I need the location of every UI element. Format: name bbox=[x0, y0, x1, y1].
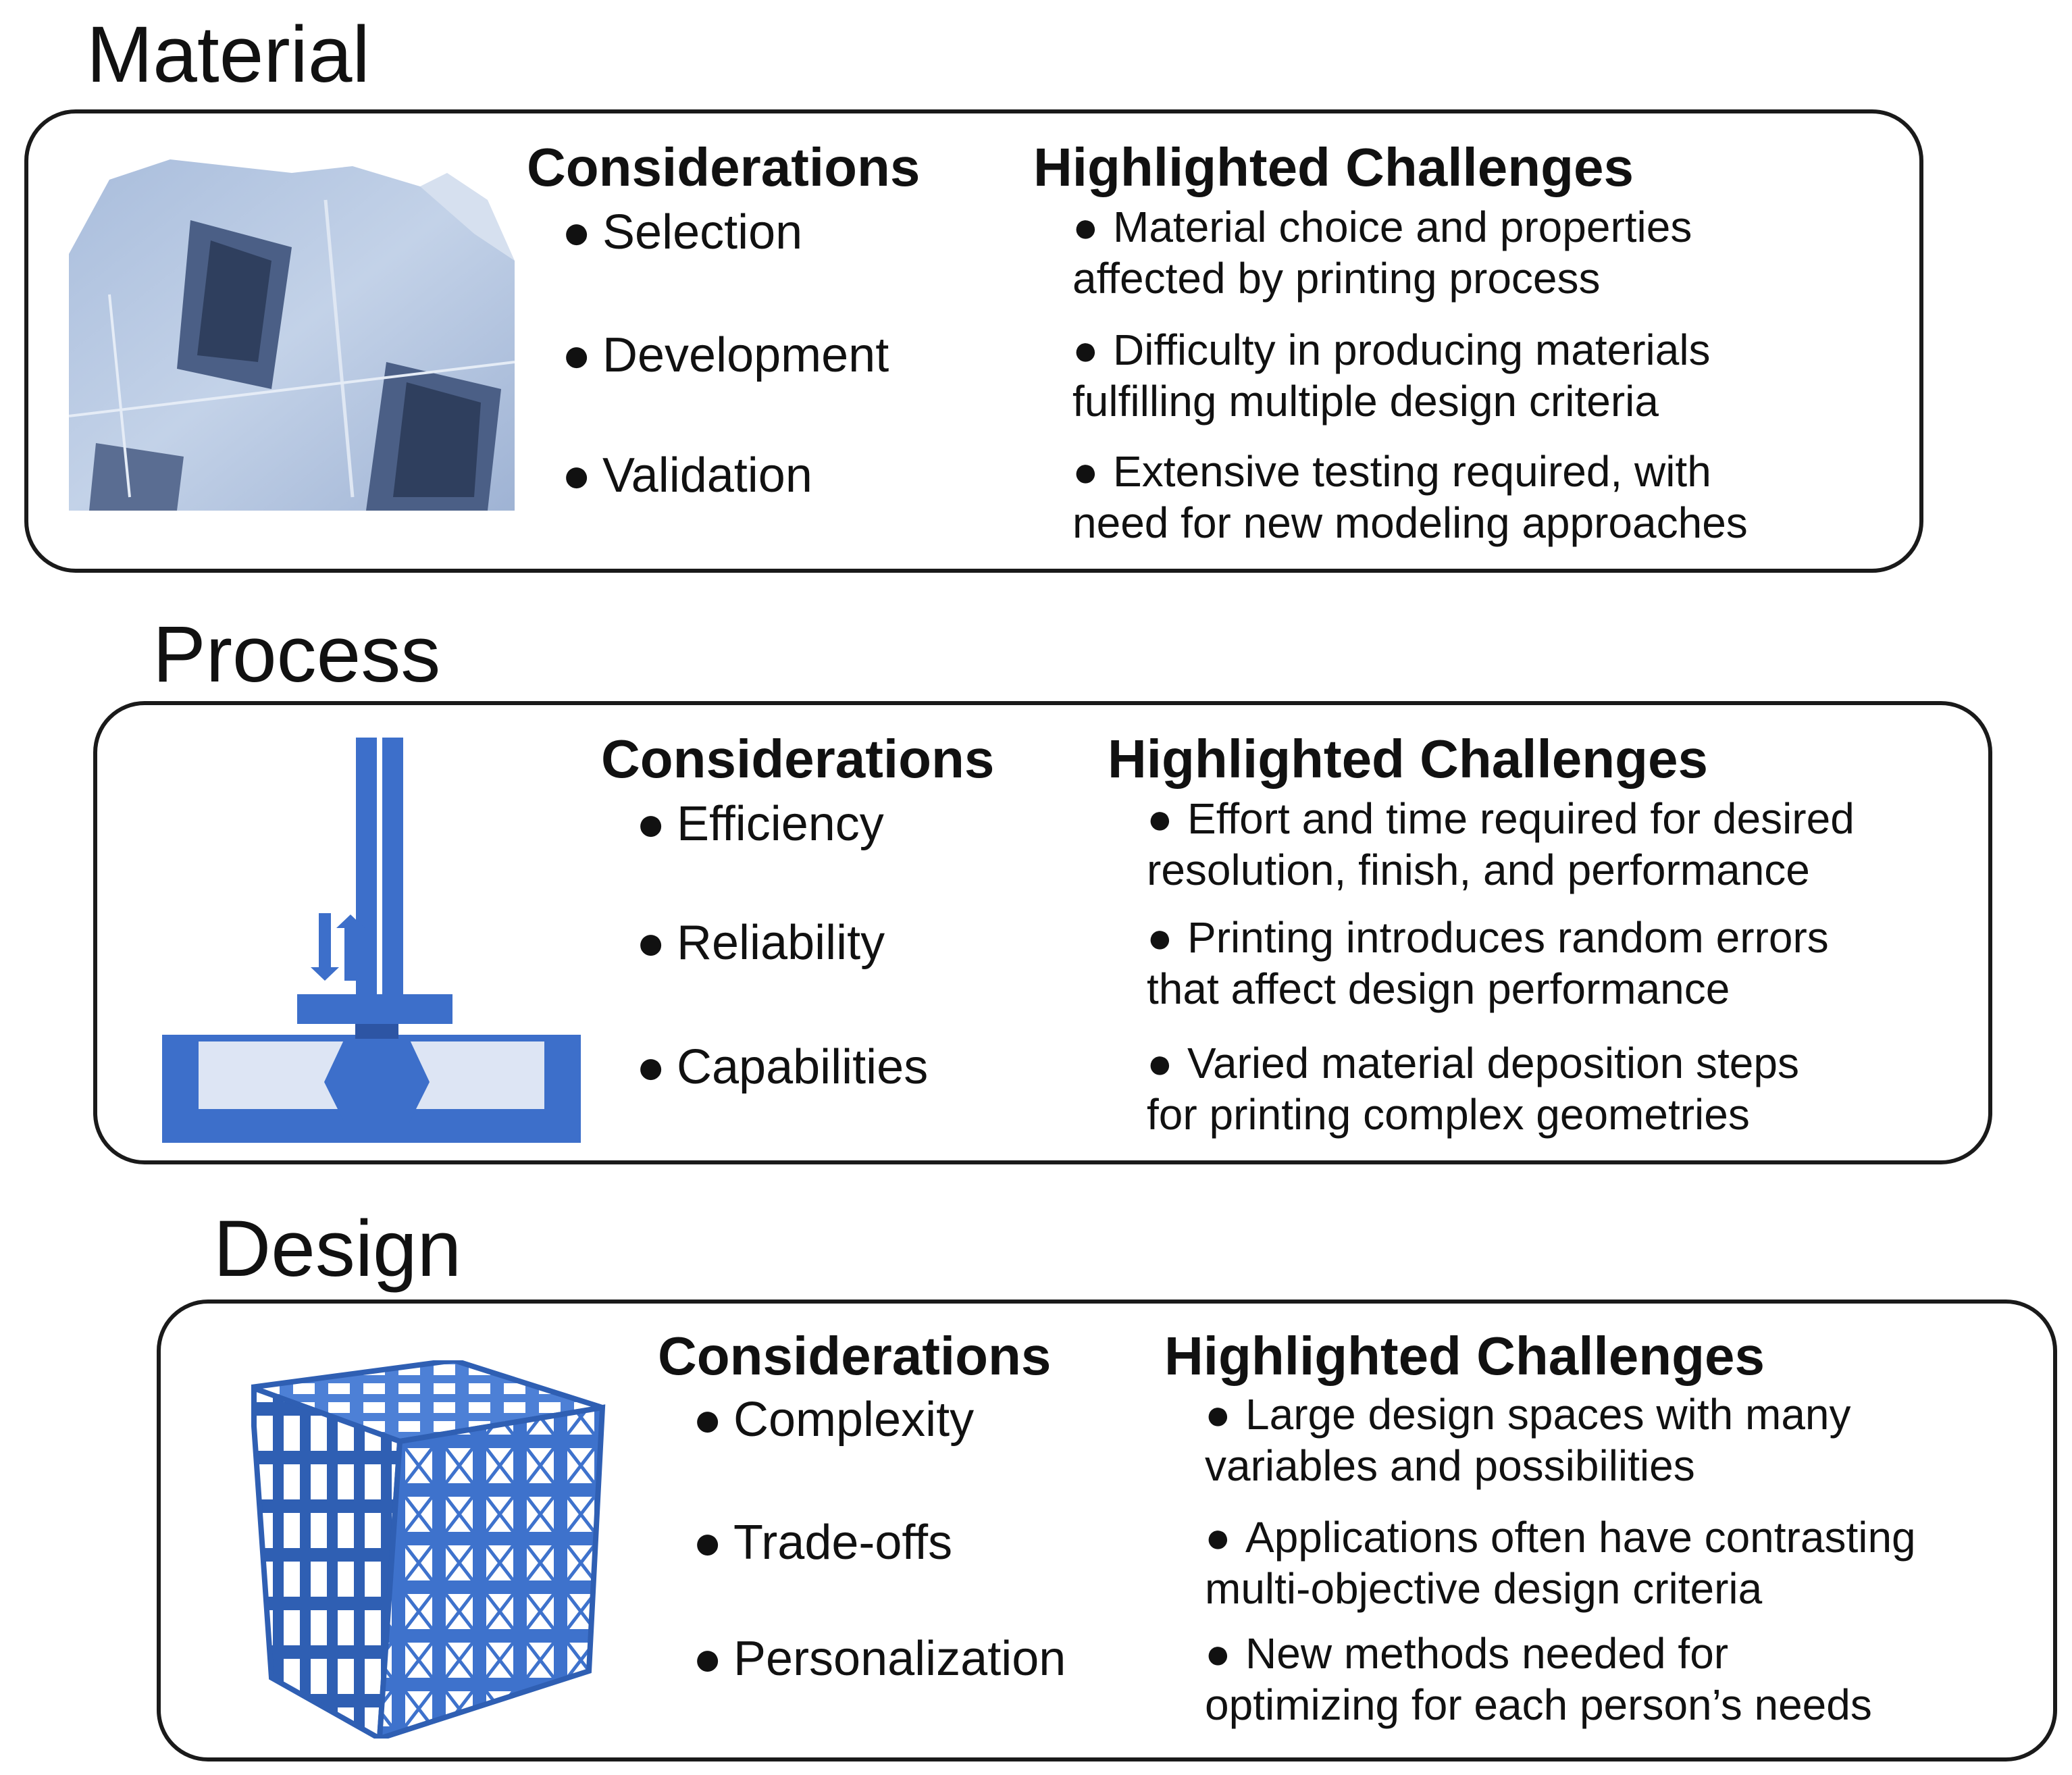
process-panel: Considerations Highlighted Challenges ●E… bbox=[93, 701, 1992, 1164]
design-challenge-3: ●New methods needed for optimizing for e… bbox=[1205, 1629, 1872, 1729]
process-considerations-heading: Considerations bbox=[601, 729, 995, 789]
material-considerations-heading: Considerations bbox=[527, 137, 921, 197]
process-challenge-2: ●Printing introduces random errors that … bbox=[1147, 913, 1829, 1013]
process-consideration-reliability: ●Reliability bbox=[636, 916, 885, 970]
process-challenges-heading: Highlighted Challenges bbox=[1108, 729, 1708, 789]
material-consideration-development: ●Development bbox=[562, 328, 889, 382]
lattice-cube-icon bbox=[251, 1360, 606, 1739]
process-challenge-3: ●Varied material deposition steps for pr… bbox=[1147, 1039, 1799, 1139]
material-consideration-selection: ●Selection bbox=[562, 205, 803, 259]
design-panel: Considerations Highlighted Challenges ●C… bbox=[157, 1300, 2057, 1761]
process-consideration-efficiency: ●Efficiency bbox=[636, 797, 884, 851]
printed-material-sample-image bbox=[69, 159, 515, 511]
design-challenges-heading: Highlighted Challenges bbox=[1164, 1326, 1765, 1386]
design-consideration-personalization: ●Personalization bbox=[693, 1632, 1066, 1686]
material-title: Material bbox=[86, 10, 370, 99]
design-challenge-2: ●Applications often have contrasting mul… bbox=[1205, 1513, 1916, 1613]
material-challenge-1: ●Material choice and properties affected… bbox=[1072, 203, 1692, 303]
process-consideration-capabilities: ●Capabilities bbox=[636, 1040, 929, 1094]
design-consideration-trade-offs: ●Trade-offs bbox=[693, 1516, 953, 1570]
process-title: Process bbox=[153, 610, 441, 699]
material-challenges-heading: Highlighted Challenges bbox=[1033, 137, 1634, 197]
process-challenge-1: ●Effort and time required for desired re… bbox=[1147, 794, 1855, 894]
design-consideration-complexity: ●Complexity bbox=[693, 1393, 975, 1447]
design-title: Design bbox=[213, 1204, 462, 1293]
material-challenge-2: ●Difficulty in producing materials fulfi… bbox=[1072, 326, 1711, 426]
material-panel: Considerations Highlighted Challenges ●S… bbox=[24, 109, 1923, 573]
material-consideration-validation: ●Validation bbox=[562, 448, 812, 503]
vat-printer-diagram bbox=[162, 738, 581, 1143]
design-considerations-heading: Considerations bbox=[658, 1326, 1052, 1386]
material-challenge-3: ●Extensive testing required, with need f… bbox=[1072, 447, 1748, 547]
design-challenge-1: ●Large design spaces with many variables… bbox=[1205, 1390, 1851, 1490]
